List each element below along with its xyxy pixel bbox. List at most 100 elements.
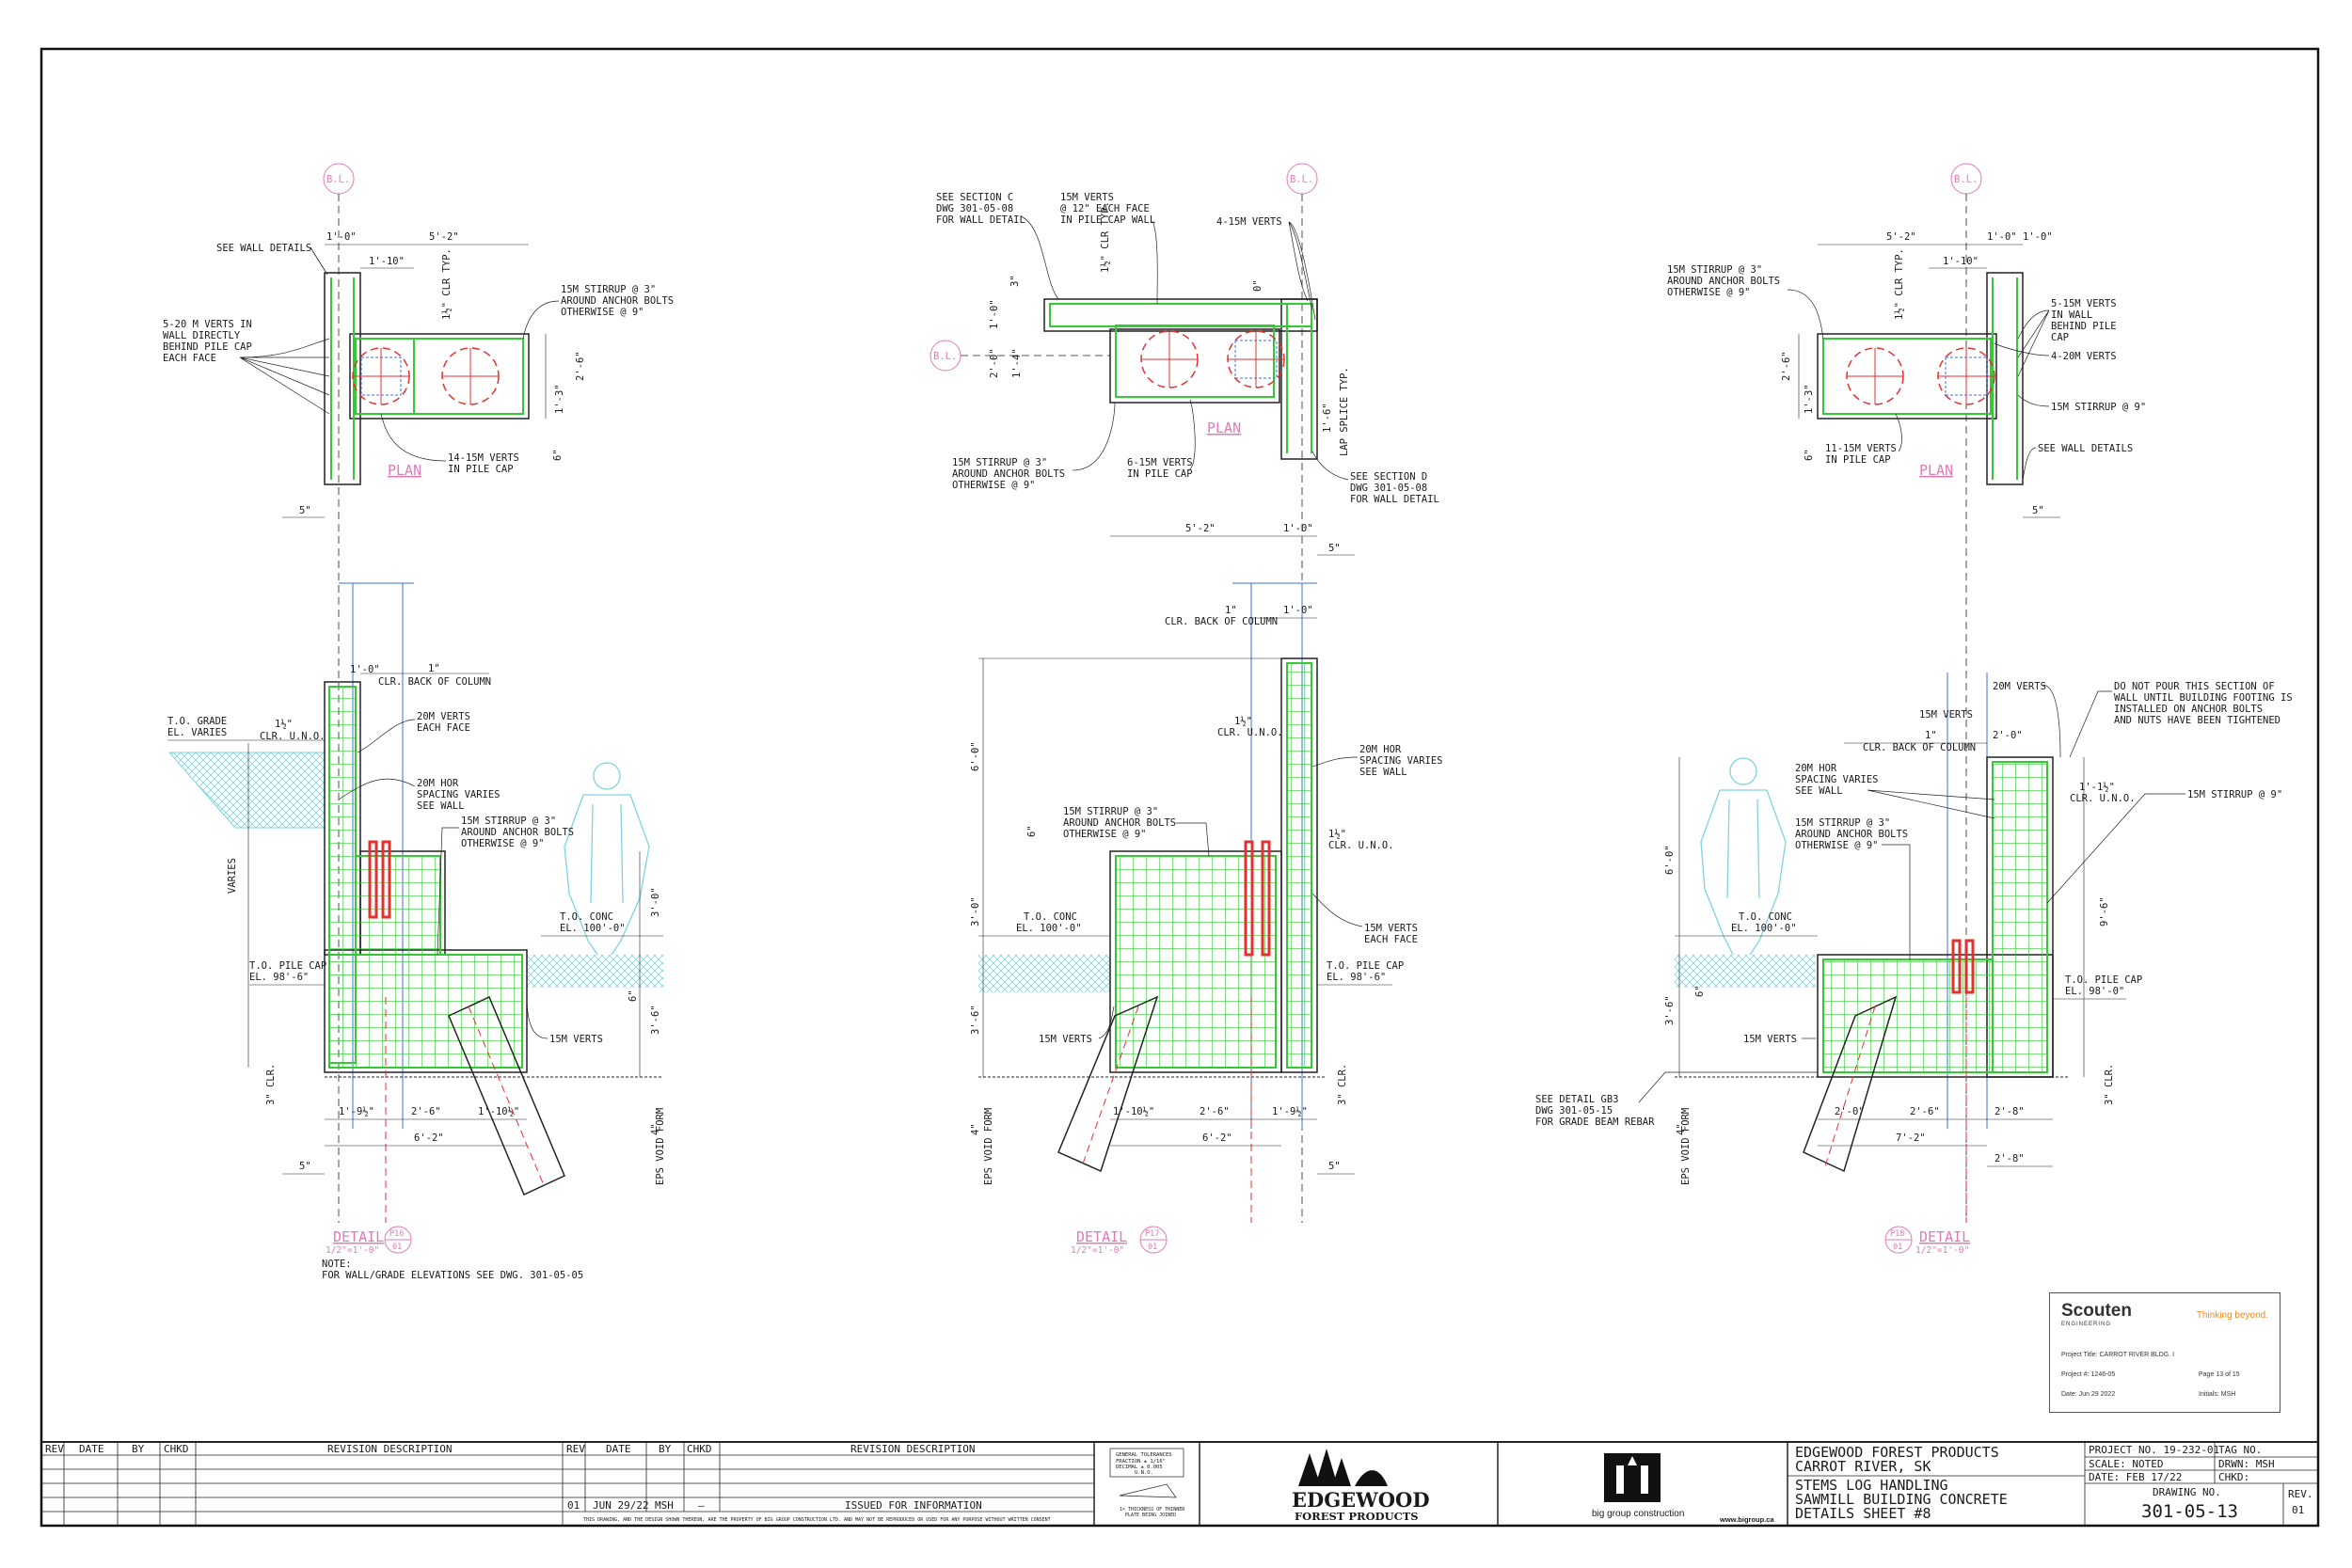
svg-text:SEE WALL DETAILS: SEE WALL DETAILS xyxy=(2038,443,2133,454)
svg-text:OTHERWISE @ 9": OTHERWISE @ 9" xyxy=(561,307,644,318)
svg-text:EACH FACE: EACH FACE xyxy=(1364,934,1418,945)
svg-text:1½": 1½" xyxy=(1328,829,1346,840)
svg-text:3'-0": 3'-0" xyxy=(970,896,981,927)
svg-text:T.O. GRADE: T.O. GRADE xyxy=(167,716,227,727)
svg-text:3" CLR.: 3" CLR. xyxy=(265,1064,277,1105)
svg-text:0": 0" xyxy=(1252,279,1263,292)
svg-text:PLAN: PLAN xyxy=(388,462,421,479)
svg-text:3" CLR.: 3" CLR. xyxy=(1337,1064,1348,1105)
svg-text:OTHERWISE @ 9": OTHERWISE @ 9" xyxy=(1795,840,1879,851)
svg-text:2'-6": 2'-6" xyxy=(411,1106,441,1117)
svg-text:20M HOR: 20M HOR xyxy=(417,778,459,789)
svg-text:6'-2": 6'-2" xyxy=(414,1132,444,1144)
svg-text:VARIES: VARIES xyxy=(227,858,238,894)
stamp-tagline: Thinking beyond. xyxy=(2196,1310,2268,1321)
svg-text:IN PILE CAP: IN PILE CAP xyxy=(1825,454,1891,466)
detail-title-right: DETAIL xyxy=(1919,1228,1970,1245)
svg-text:CLR. BACK OF COLUMN: CLR. BACK OF COLUMN xyxy=(1165,616,1278,627)
location: CARROT RIVER, SK xyxy=(1795,1458,1931,1475)
rev-row-rev: 01 xyxy=(567,1499,580,1512)
client-name: EDGEWOOD FOREST PRODUCTS xyxy=(1795,1444,1999,1461)
svg-text:5'-2": 5'-2" xyxy=(429,231,459,243)
svg-text:OTHERWISE @ 9": OTHERWISE @ 9" xyxy=(1667,287,1751,298)
disclaimer: THIS DRAWING, AND THE DESIGN SHOWN THERE… xyxy=(583,1517,1051,1523)
svg-text:@ 12" EACH FACE: @ 12" EACH FACE xyxy=(1060,203,1150,214)
svg-text:5": 5" xyxy=(2032,505,2044,516)
svg-text:5": 5" xyxy=(299,1161,311,1172)
svg-text:P17: P17 xyxy=(1145,1229,1159,1239)
plan-mid: SEE SECTION C DWG 301-05-08 FOR WALL DET… xyxy=(936,192,1439,556)
svg-text:1'-0": 1'-0" xyxy=(2023,231,2053,243)
svg-text:T.O. CONC: T.O. CONC xyxy=(1024,911,1077,923)
svg-text:2'-6": 2'-6" xyxy=(1910,1106,1940,1117)
svg-text:20M VERTS: 20M VERTS xyxy=(1993,681,2046,692)
svg-text:EL. 100'-0": EL. 100'-0" xyxy=(1016,923,1082,934)
svg-text:TAG NO.: TAG NO. xyxy=(2218,1444,2262,1456)
svg-text:LAP SPLICE TYP.: LAP SPLICE TYP. xyxy=(1339,367,1350,456)
svg-text:6": 6" xyxy=(1694,985,1706,997)
svg-text:T.O. PILE CAP: T.O. PILE CAP xyxy=(1327,960,1404,972)
svg-text:DO NOT POUR THIS SECTION OF: DO NOT POUR THIS SECTION OF xyxy=(2114,681,2275,692)
svg-text:PROJECT NO. 19-232-01: PROJECT NO. 19-232-01 xyxy=(2089,1444,2219,1456)
tree-logo-icon xyxy=(1298,1449,1388,1486)
svg-text:15M VERTS: 15M VERTS xyxy=(1364,923,1418,934)
svg-text:2'-6": 2'-6" xyxy=(1781,351,1792,381)
svg-text:4": 4" xyxy=(650,1123,661,1135)
svg-text:6": 6" xyxy=(1026,825,1038,837)
svg-text:SEE SECTION C: SEE SECTION C xyxy=(936,192,1013,203)
detail-title-mid: DETAIL xyxy=(1076,1228,1127,1245)
svg-text:1'-10½": 1'-10½" xyxy=(478,1106,519,1117)
svg-text:BY: BY xyxy=(659,1443,672,1455)
svg-text:AND NUTS HAVE BEEN TIGHTENED: AND NUTS HAVE BEEN TIGHTENED xyxy=(2114,715,2280,726)
svg-text:T.O. PILE CAP: T.O. PILE CAP xyxy=(2065,974,2142,986)
bl-tag: B.L. xyxy=(326,174,350,185)
svg-text:T.O. PILE CAP: T.O. PILE CAP xyxy=(249,960,326,972)
client-logo-text: EDGEWOOD xyxy=(1292,1488,1430,1512)
svg-text:5'-2": 5'-2" xyxy=(1185,523,1216,534)
svg-text:B.L.: B.L. xyxy=(1290,174,1313,185)
svg-text:AROUND ANCHOR BOLTS: AROUND ANCHOR BOLTS xyxy=(1795,829,1908,840)
svg-text:EPS VOID FORM: EPS VOID FORM xyxy=(655,1108,666,1185)
svg-text:SEE WALL: SEE WALL xyxy=(1359,767,1407,778)
svg-text:1'-9½": 1'-9½" xyxy=(339,1106,374,1117)
title-block: REV DATE BY CHKD REVISION DESCRIPTION RE… xyxy=(41,1441,2318,1526)
svg-text:15M STIRRUP @ 3": 15M STIRRUP @ 3" xyxy=(1795,817,1890,829)
svg-text:15M STIRRUP @ 3": 15M STIRRUP @ 3" xyxy=(952,457,1047,468)
svg-text:1'-3": 1'-3" xyxy=(554,384,565,414)
svg-text:15M VERTS: 15M VERTS xyxy=(549,1034,603,1045)
svg-text:DRWN: MSH: DRWN: MSH xyxy=(2218,1458,2275,1470)
svg-text:FRACTION ± 1/16": FRACTION ± 1/16" xyxy=(1116,1459,1166,1465)
svg-text:2'-0": 2'-0" xyxy=(1993,730,2023,741)
svg-text:15M STIRRUP @ 3": 15M STIRRUP @ 3" xyxy=(1667,264,1762,276)
section-right: 20M VERTS 15M VERTS DO NOT POUR THIS SEC… xyxy=(1535,673,2293,1223)
drawing-number: 301-05-13 xyxy=(2141,1501,2238,1522)
svg-text:6-15M VERTS: 6-15M VERTS xyxy=(1127,457,1193,468)
svg-text:4-15M VERTS: 4-15M VERTS xyxy=(1216,216,1282,228)
svg-text:1'-0": 1'-0" xyxy=(1987,231,2017,243)
drawing-title-1: STEMS LOG HANDLING xyxy=(1795,1477,1948,1494)
plan-left: SEE WALL DETAILS 5-20 M VERTS IN WALL DI… xyxy=(163,231,674,518)
svg-text:BEHIND PILE CAP: BEHIND PILE CAP xyxy=(163,341,252,353)
svg-text:AROUND ANCHOR BOLTS: AROUND ANCHOR BOLTS xyxy=(952,468,1065,480)
svg-text:CHKD: CHKD xyxy=(164,1443,189,1455)
svg-text:5'-2": 5'-2" xyxy=(1886,231,1916,243)
svg-text:EPS VOID FORM: EPS VOID FORM xyxy=(983,1108,994,1185)
rev-row-by: MSH xyxy=(655,1499,674,1512)
svg-text:FOR WALL DETAIL: FOR WALL DETAIL xyxy=(1350,494,1439,505)
sheet-rev: 01 xyxy=(2292,1504,2304,1516)
svg-text:AROUND ANCHOR BOLTS: AROUND ANCHOR BOLTS xyxy=(1063,817,1176,829)
svg-text:OTHERWISE @ 9": OTHERWISE @ 9" xyxy=(952,480,1036,491)
svg-text:DWG 301-05-08: DWG 301-05-08 xyxy=(1350,483,1427,494)
svg-text:1'-1½": 1'-1½" xyxy=(2079,782,2115,793)
svg-text:15M STIRRUP @ 3": 15M STIRRUP @ 3" xyxy=(1063,806,1158,817)
svg-text:2'-0": 2'-0" xyxy=(989,348,1000,378)
svg-text:2'-8": 2'-8" xyxy=(1994,1153,2025,1164)
svg-text:1½": 1½" xyxy=(1234,716,1252,727)
svg-text:3" CLR.: 3" CLR. xyxy=(2104,1064,2115,1105)
svg-text:1× THICKNESS OF THINNER: 1× THICKNESS OF THINNER xyxy=(1120,1507,1185,1513)
svg-text:9'-6": 9'-6" xyxy=(2099,896,2110,927)
rev-row-chkd: – xyxy=(698,1499,705,1512)
svg-text:3'-6": 3'-6" xyxy=(970,1005,981,1035)
svg-text:CLR. BACK OF COLUMN: CLR. BACK OF COLUMN xyxy=(378,676,491,688)
svg-text:6": 6" xyxy=(1804,449,1815,461)
